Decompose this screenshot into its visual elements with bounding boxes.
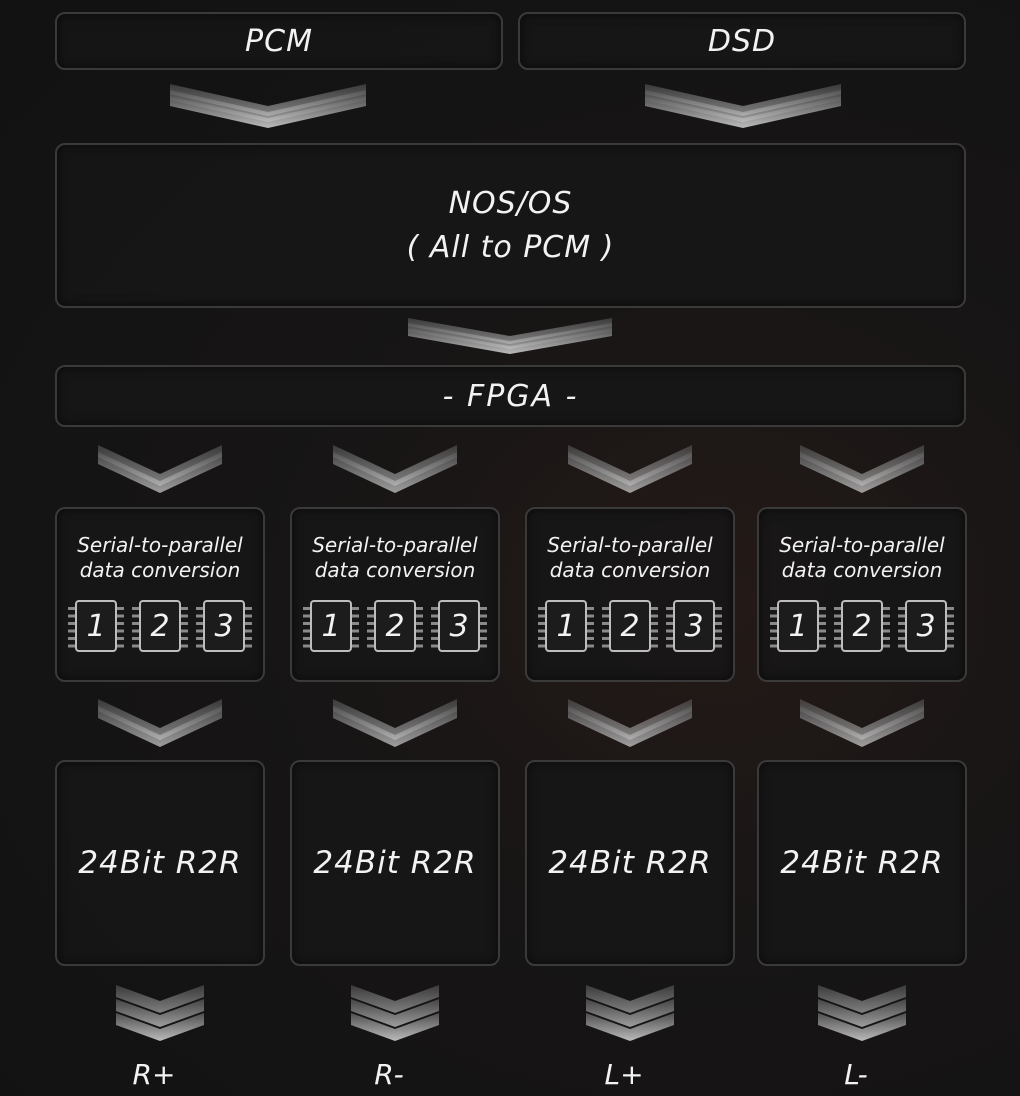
output-channel-label: L-	[844, 1058, 868, 1091]
r2r-dac-label: 24Bit R2R	[548, 845, 712, 881]
chip-number: 1	[556, 608, 576, 644]
r2r-dac-box: 24Bit R2R	[55, 760, 265, 966]
r2r-dac-box: 24Bit R2R	[525, 760, 735, 966]
chip-icon: 3	[665, 597, 723, 655]
conversion-label-line2: data conversion	[549, 558, 711, 582]
arrow-down-icon	[818, 985, 906, 1045]
chip-number: 3	[916, 608, 936, 644]
arrow-down-icon	[408, 318, 612, 358]
chip-icon: 3	[430, 597, 488, 655]
r2r-dac-box: 24Bit R2R	[290, 760, 500, 966]
chip-number: 2	[150, 608, 170, 644]
fpga-box: - FPGA -	[55, 365, 966, 427]
chip-icon: 2	[601, 597, 659, 655]
arrow-down-icon	[568, 445, 692, 497]
nos-os-box: NOS/OS ( All to PCM )	[55, 143, 966, 308]
arrow-down-icon	[116, 985, 204, 1045]
chip-icon: 1	[302, 597, 360, 655]
chip-number: 3	[214, 608, 234, 644]
chip-number: 1	[788, 608, 808, 644]
chip-number: 1	[86, 608, 106, 644]
dsd-label: DSD	[707, 23, 777, 59]
arrow-down-icon	[333, 699, 457, 751]
fpga-label: - FPGA -	[442, 378, 579, 414]
output-channel-label: L+	[604, 1058, 644, 1091]
nos-os-label: NOS/OS	[448, 185, 573, 221]
chip-number: 2	[852, 608, 872, 644]
arrow-down-icon	[98, 445, 222, 497]
chip-icon: 2	[366, 597, 424, 655]
pcm-input-box: PCM	[55, 12, 503, 70]
conversion-label-line2: data conversion	[79, 558, 241, 582]
output-channel-label: R-	[374, 1058, 404, 1091]
arrow-down-icon	[645, 84, 841, 132]
arrow-down-icon	[170, 84, 366, 132]
chip-icon: 3	[195, 597, 253, 655]
conversion-label-line2: data conversion	[781, 558, 943, 582]
chip-group: 1 2 3	[302, 597, 488, 655]
chip-number: 2	[385, 608, 405, 644]
arrow-down-icon	[98, 699, 222, 751]
chip-icon: 1	[769, 597, 827, 655]
output-channel-label: R+	[132, 1058, 176, 1091]
chip-group: 1 2 3	[537, 597, 723, 655]
pcm-label: PCM	[245, 23, 313, 59]
conversion-label-line1: Serial-to-parallel	[312, 533, 478, 557]
arrow-down-icon	[586, 985, 674, 1045]
chip-icon: 2	[131, 597, 189, 655]
conversion-label-line1: Serial-to-parallel	[77, 533, 243, 557]
dsd-input-box: DSD	[518, 12, 966, 70]
r2r-dac-label: 24Bit R2R	[78, 845, 242, 881]
chip-group: 1 2 3	[67, 597, 253, 655]
conversion-label-line1: Serial-to-parallel	[779, 533, 945, 557]
conversion-label-line1: Serial-to-parallel	[547, 533, 713, 557]
chip-icon: 3	[897, 597, 955, 655]
chip-icon: 1	[537, 597, 595, 655]
chip-number: 2	[620, 608, 640, 644]
r2r-dac-label: 24Bit R2R	[313, 845, 477, 881]
arrow-down-icon	[800, 445, 924, 497]
arrow-down-icon	[351, 985, 439, 1045]
chip-icon: 1	[67, 597, 125, 655]
chip-number: 3	[449, 608, 469, 644]
chip-number: 3	[684, 608, 704, 644]
conversion-label-line2: data conversion	[314, 558, 476, 582]
arrow-down-icon	[800, 699, 924, 751]
r2r-dac-box: 24Bit R2R	[757, 760, 967, 966]
chip-number: 1	[321, 608, 341, 644]
arrow-down-icon	[568, 699, 692, 751]
chip-icon: 2	[833, 597, 891, 655]
r2r-dac-label: 24Bit R2R	[780, 845, 944, 881]
arrow-down-icon	[333, 445, 457, 497]
chip-group: 1 2 3	[769, 597, 955, 655]
all-to-pcm-label: ( All to PCM )	[406, 229, 615, 265]
